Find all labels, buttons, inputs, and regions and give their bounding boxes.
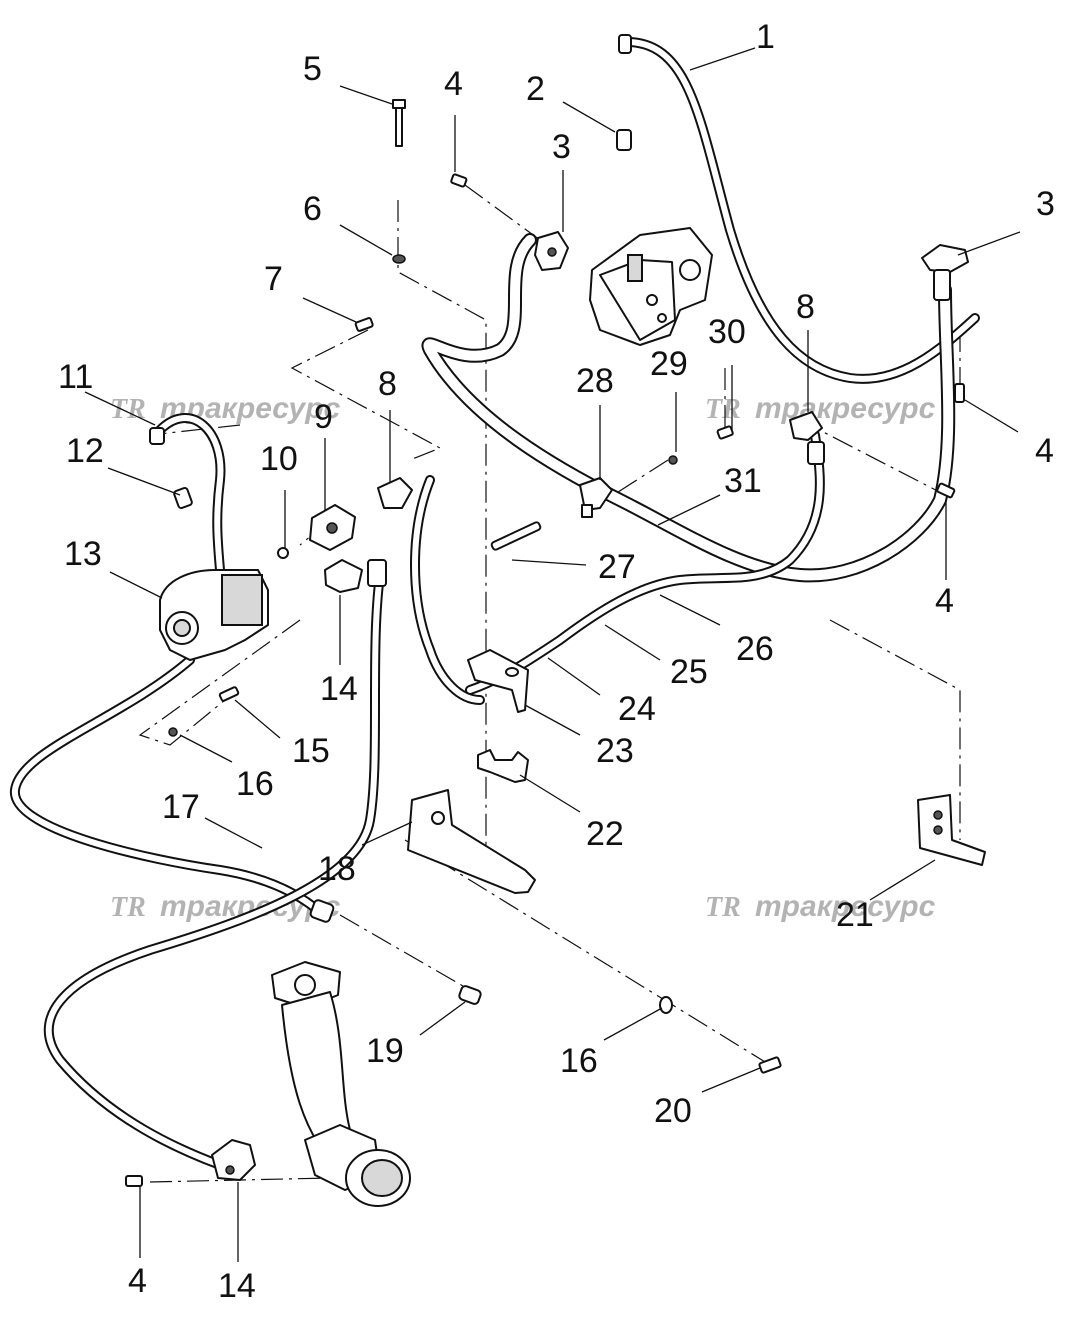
callout-29: 29	[650, 345, 688, 383]
callout-31: 31	[724, 462, 762, 500]
suction-elbow	[271, 961, 411, 1207]
callout-16: 16	[560, 1042, 598, 1080]
callout-4: 4	[935, 582, 954, 620]
callout-5: 5	[303, 50, 322, 88]
callout-numbers: 1 2 3 3 4 4 4 4 5 6 7 8 8 9 10 11 12 13 …	[58, 18, 1055, 1305]
bolt-7	[354, 317, 374, 332]
fitting-8-left	[377, 477, 413, 509]
bolt-30	[716, 425, 734, 440]
callout-25: 25	[670, 653, 708, 691]
flange-14-middle	[324, 559, 387, 593]
watermark-logo: TR	[110, 892, 146, 923]
bracket-23	[467, 649, 529, 713]
hoses	[10, 37, 980, 1170]
watermark-4: TR тракресурс	[705, 890, 936, 923]
callout-4: 4	[444, 65, 463, 103]
callout-7: 7	[264, 260, 283, 298]
callout-28: 28	[576, 362, 614, 400]
bolt-20	[758, 1056, 782, 1074]
upper-pump-29	[589, 227, 713, 346]
o-ring-10	[277, 547, 289, 559]
callout-26: 26	[736, 630, 774, 668]
fitting-17	[309, 899, 335, 923]
parts	[125, 34, 986, 1207]
assembly-lines	[138, 184, 961, 1183]
main-pump-13	[159, 569, 269, 661]
callout-22: 22	[586, 815, 624, 853]
callout-17: 17	[162, 788, 200, 826]
watermark-text: тракресурс	[755, 890, 936, 923]
callout-4: 4	[1035, 432, 1054, 470]
callout-12: 12	[66, 432, 104, 470]
bolt-4-right-lower	[936, 482, 956, 499]
hose-1	[625, 37, 980, 384]
callout-21: 21	[836, 896, 874, 934]
bolt-15	[218, 686, 240, 702]
clamp-28	[579, 477, 613, 518]
watermark-text: тракресурс	[755, 392, 936, 425]
callout-8: 8	[796, 288, 815, 326]
fitting-19	[458, 985, 482, 1005]
callout-11: 11	[58, 358, 93, 396]
watermark-logo: TR	[705, 892, 741, 923]
callout-6: 6	[303, 190, 322, 228]
callout-3: 3	[552, 128, 571, 166]
callout-23: 23	[596, 732, 634, 770]
callout-27: 27	[598, 548, 636, 586]
callout-15: 15	[292, 732, 330, 770]
pin-27	[490, 521, 542, 551]
flange-14-bottom	[211, 1139, 256, 1181]
bracket-18	[407, 789, 536, 894]
callout-10: 10	[260, 440, 298, 478]
fitting-2	[616, 34, 632, 151]
block-9	[309, 504, 356, 551]
leader-lines	[84, 47, 1021, 1262]
watermark-2: TR тракресурс	[705, 392, 936, 425]
adapter-12	[173, 486, 193, 510]
callout-8: 8	[378, 365, 397, 403]
callout-9: 9	[314, 398, 333, 436]
callout-20: 20	[654, 1092, 692, 1130]
callout-30: 30	[708, 313, 746, 351]
watermark-logo: TR	[110, 394, 146, 425]
callout-18: 18	[318, 850, 356, 888]
callout-3: 3	[1036, 185, 1055, 223]
callout-16: 16	[236, 765, 274, 803]
washer-16	[168, 727, 178, 737]
bolt-5	[392, 99, 406, 264]
callout-19: 19	[366, 1032, 404, 1070]
callout-14: 14	[320, 670, 358, 708]
callout-13: 13	[64, 535, 102, 573]
bolt-4-bottom	[125, 1175, 143, 1187]
callout-1: 1	[756, 18, 775, 56]
callout-24: 24	[618, 690, 656, 728]
washer-30	[668, 455, 678, 465]
bolt-4-right-upper	[954, 383, 965, 403]
flange-3-right	[921, 244, 969, 301]
bolt-4-top	[450, 173, 468, 188]
fitting-11	[149, 427, 165, 445]
o-ring-16-lower	[659, 996, 673, 1014]
fitting-8-right	[789, 411, 825, 465]
callout-4: 4	[128, 1262, 147, 1300]
clamp-22	[477, 749, 529, 783]
hose-17	[10, 655, 325, 917]
callout-14: 14	[218, 1267, 256, 1305]
watermark-logo: TR	[705, 394, 741, 425]
bracket-21	[917, 794, 986, 866]
flange-3-left	[534, 231, 569, 271]
callout-2: 2	[526, 70, 545, 108]
